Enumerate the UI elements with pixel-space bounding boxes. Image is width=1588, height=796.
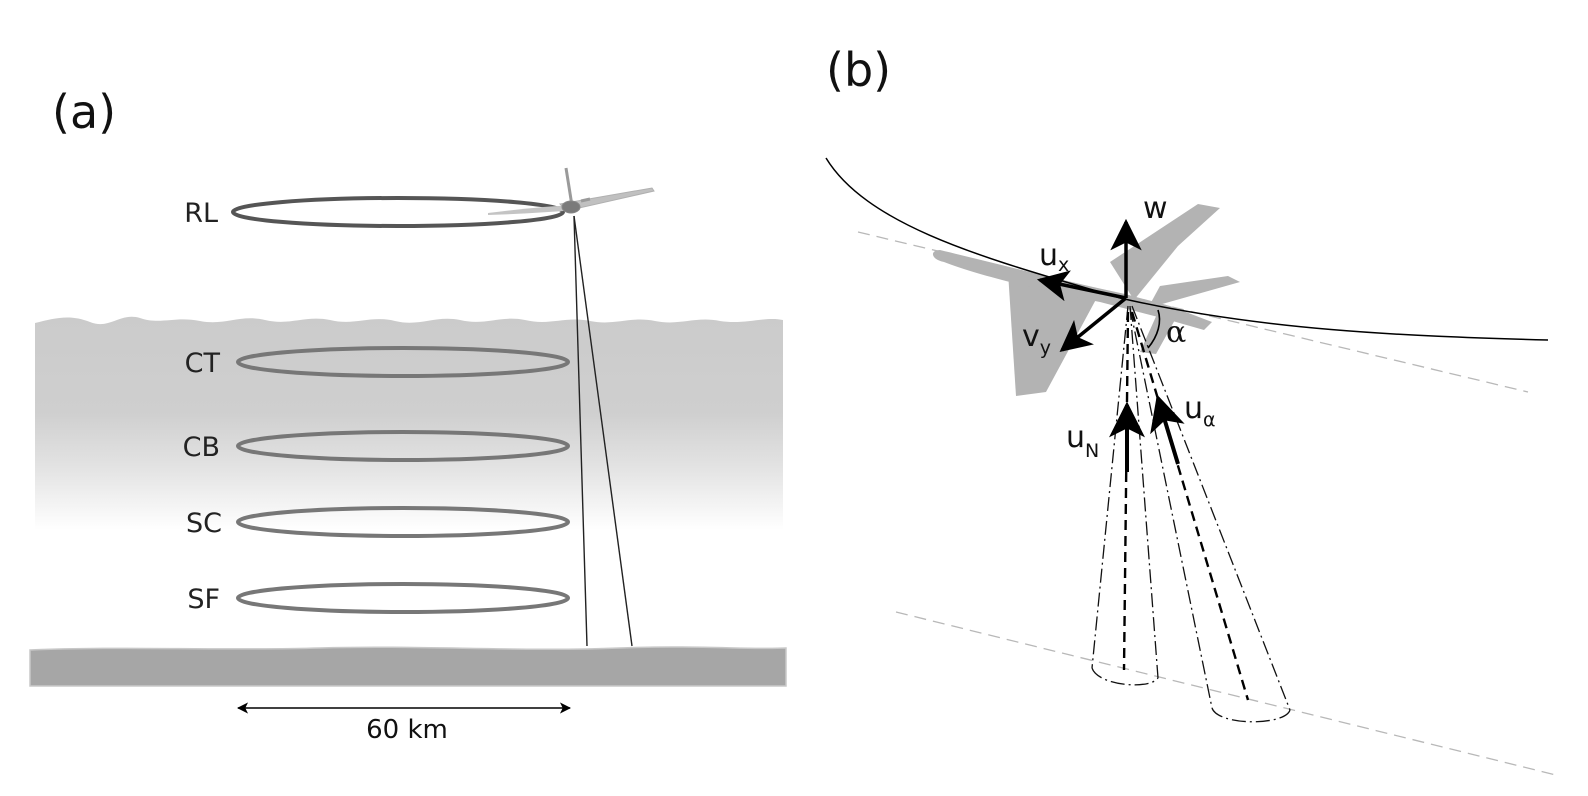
flight-loop-cb: [236, 430, 570, 462]
vector-ualpha-arrow: [1150, 394, 1185, 465]
lidar-beam-nadir: [573, 215, 588, 647]
panel-b: (b): [825, 43, 1561, 777]
vector-ux-arrow: [1036, 270, 1127, 302]
flight-loop-sc: [236, 506, 570, 538]
cone-nadir-base: [1091, 667, 1159, 686]
level-label-ct: CT: [185, 348, 221, 379]
level-label-rl: RL: [184, 198, 218, 229]
panel-a-label: (a): [52, 85, 116, 139]
level-label-sf: SF: [187, 584, 220, 615]
panel-b-label: (b): [826, 43, 891, 97]
angle-alpha-label: α: [1166, 315, 1186, 350]
cone-slant-base: [1211, 707, 1291, 723]
level-label-cb: CB: [183, 432, 220, 463]
cone-slant-left-edge: [1129, 307, 1213, 709]
flight-loop-rl: [231, 196, 565, 228]
aircraft-icon: [932, 204, 1240, 396]
vector-vy-arrow: [1059, 296, 1128, 352]
flight-loop-sf: [236, 582, 570, 614]
vector-ualpha-label: uα: [1184, 391, 1216, 431]
cone-slant-right-edge: [1131, 305, 1291, 711]
cone-nadir-left-edge: [1091, 305, 1129, 669]
cloud-layer: [35, 316, 783, 530]
panel-a: (a) RL CT CB SC SF 60 km: [29, 85, 787, 745]
vector-ux-label: ux: [1039, 238, 1069, 276]
flight-loop-ct: [236, 346, 570, 378]
level-label-sc: SC: [186, 508, 222, 539]
beam-center-slant: [1130, 311, 1250, 701]
vector-vy-label: vy: [1022, 319, 1051, 359]
lidar-cones: [1091, 305, 1291, 723]
aircraft-small-icon: [488, 167, 655, 215]
beam-center-nadir: [1122, 311, 1130, 671]
distance-label: 60 km: [366, 715, 448, 745]
cone-nadir-right-edge: [1129, 305, 1159, 679]
ground-surface: [29, 646, 787, 687]
vector-w-label: w: [1143, 191, 1168, 226]
vector-un-label: uN: [1066, 420, 1099, 462]
lidar-beam-slant: [573, 215, 633, 647]
angle-arc: [1147, 309, 1161, 349]
